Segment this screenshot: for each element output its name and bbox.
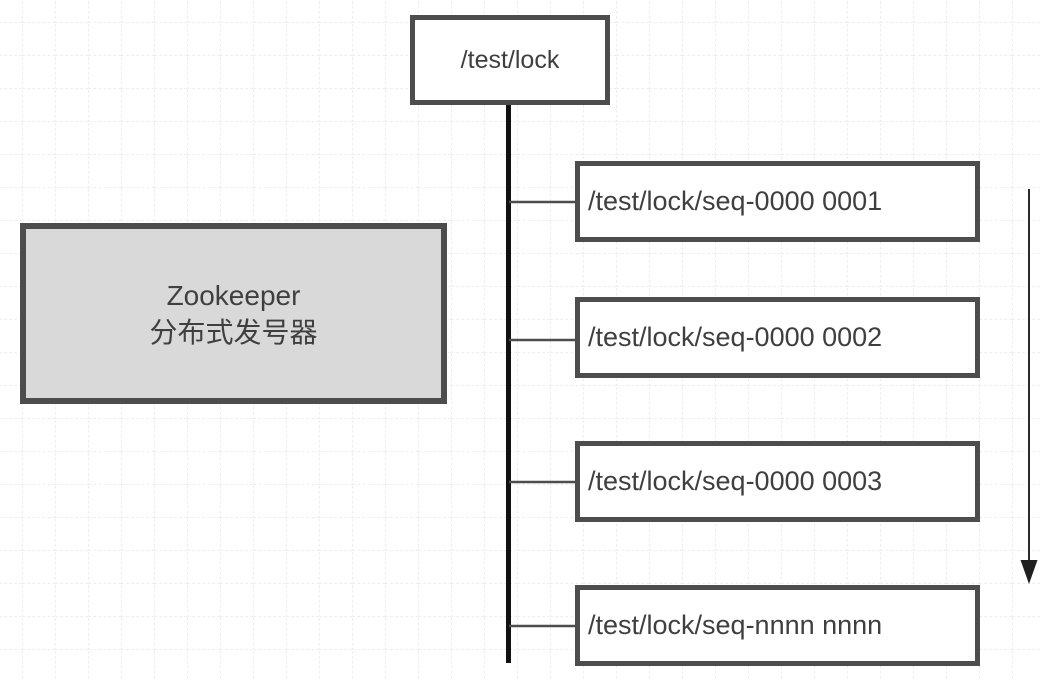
tree-node-seq-0003: /test/lock/seq-0000 0003: [575, 441, 980, 522]
tree-node-seq-0001: /test/lock/seq-0000 0001: [575, 161, 980, 242]
sequence-order-arrow-icon: [1020, 189, 1038, 584]
tree-node-root: /test/lock: [410, 15, 610, 105]
zookeeper-generator-subtitle: 分布式发号器: [149, 316, 318, 348]
tree-node-label: /test/lock/seq-0000 0003: [588, 466, 883, 496]
tree-node-root-label: /test/lock: [460, 45, 560, 74]
tree-node-seq-0002: /test/lock/seq-0000 0002: [575, 297, 980, 378]
zookeeper-generator-title: Zookeeper: [166, 279, 301, 311]
tree-node-label: /test/lock/seq-nnnn nnnn: [588, 610, 883, 640]
zookeeper-generator-box: Zookeeper 分布式发号器: [20, 223, 447, 404]
tree-node-label: /test/lock/seq-0000 0001: [588, 186, 883, 216]
tree-node-label: /test/lock/seq-0000 0002: [588, 322, 883, 352]
tree-node-seq-nnnn: /test/lock/seq-nnnn nnnn: [575, 585, 980, 666]
